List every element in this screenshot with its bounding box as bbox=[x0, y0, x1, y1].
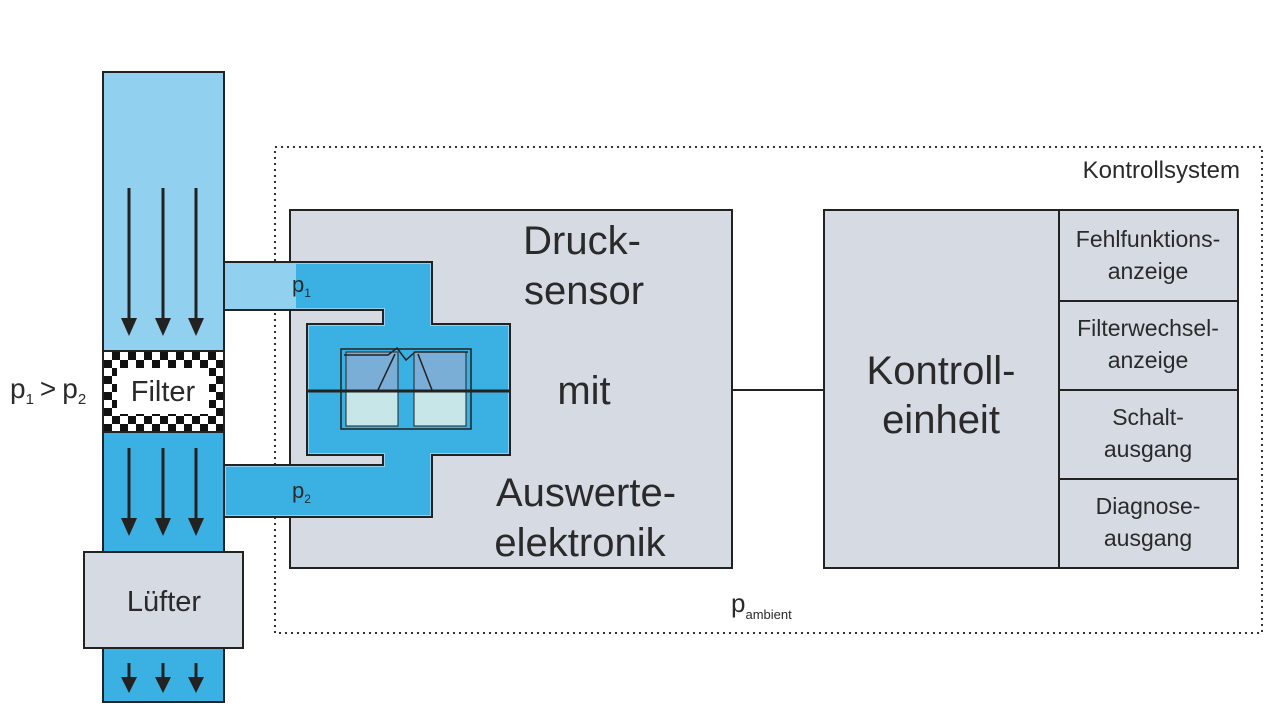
sensor-label-line1: Druck- bbox=[523, 219, 641, 263]
output-switch-line2: ausgang bbox=[1104, 436, 1192, 462]
filter-label-bg bbox=[117, 368, 209, 414]
membrane bbox=[344, 346, 468, 362]
output-diagnosis-line1: Diagnose- bbox=[1096, 493, 1201, 519]
output-filter-change-line2: anzeige bbox=[1108, 347, 1189, 373]
sensor-label-line5: elektronik bbox=[494, 521, 666, 565]
sensor-label-line2: sensor bbox=[524, 269, 644, 313]
output-column bbox=[1058, 209, 1239, 569]
membrane-strut-left bbox=[377, 353, 396, 391]
filter: Filter bbox=[102, 350, 225, 433]
fan: Lüfter bbox=[83, 551, 244, 649]
control-system-label: Kontrollsystem bbox=[1083, 157, 1240, 184]
arrow-exit-1 bbox=[121, 663, 137, 693]
arrow-lower-1 bbox=[121, 448, 137, 536]
arrow-lower-2 bbox=[155, 448, 171, 536]
sensor-label-line4: Auswerte- bbox=[496, 471, 676, 515]
output-box-filter-change bbox=[1058, 300, 1239, 391]
sensor-cell bbox=[307, 346, 510, 430]
control-unit-line1: Kontroll- bbox=[867, 349, 1016, 393]
pressure-sensor-label: Druck- sensor mit Auswerte- elektronik bbox=[494, 219, 676, 565]
output-filter-change-line1: Filterwechsel- bbox=[1077, 315, 1219, 341]
membrane-chamber-bottom-left bbox=[345, 391, 399, 427]
control-unit-line2: einheit bbox=[882, 398, 1000, 442]
arrow-upper-1 bbox=[121, 188, 137, 336]
control-system-frame bbox=[274, 146, 1263, 634]
output-box-switch bbox=[1058, 389, 1239, 480]
arrow-upper-3 bbox=[188, 188, 204, 336]
output-box-malfunction bbox=[1058, 209, 1239, 302]
output-labels: Fehlfunktions- anzeige Filterwechsel- an… bbox=[1076, 226, 1220, 551]
output-malfunction-line2: anzeige bbox=[1108, 258, 1189, 284]
arrow-exit-2 bbox=[155, 663, 171, 693]
ambient-pressure-label: pambient bbox=[731, 588, 792, 622]
airflow-arrows bbox=[121, 188, 204, 693]
membrane-chamber-top-left bbox=[345, 351, 399, 391]
output-box-diagnosis bbox=[1058, 478, 1239, 569]
p1-label: p1 bbox=[292, 272, 311, 300]
output-diagnosis-line2: ausgang bbox=[1104, 525, 1192, 551]
membrane-chamber-top-right bbox=[413, 351, 467, 391]
membrane-strut-right bbox=[417, 353, 433, 391]
sensor-label-line3: mit bbox=[557, 369, 610, 413]
pressure-relation-label: p1>p2 bbox=[10, 373, 86, 408]
arrow-lower-3 bbox=[188, 448, 204, 536]
arrow-exit-3 bbox=[188, 663, 204, 693]
p2-label: p2 bbox=[292, 478, 311, 506]
membrane-chamber-bottom-right bbox=[413, 391, 467, 427]
fan-box bbox=[83, 551, 244, 649]
fan-label: Lüfter bbox=[127, 586, 201, 618]
arrow-upper-2 bbox=[155, 188, 171, 336]
filter-label: Filter bbox=[131, 376, 196, 408]
output-switch-line1: Schalt- bbox=[1112, 404, 1184, 430]
output-malfunction-line1: Fehlfunktions- bbox=[1076, 226, 1220, 252]
